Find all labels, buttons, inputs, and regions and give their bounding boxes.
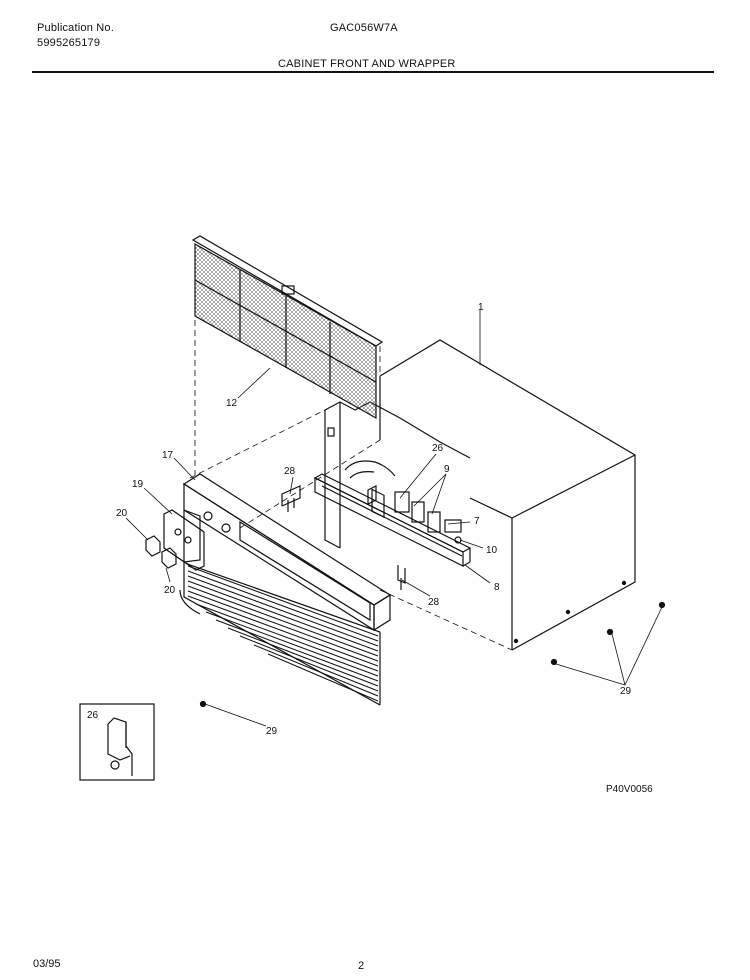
screws: [199, 601, 666, 708]
callout-28-lower: 28: [428, 597, 440, 608]
control-knobs: [145, 535, 177, 569]
control-bracket: [313, 473, 472, 567]
model-number: GAC056W7A: [330, 22, 398, 34]
callout-29-front: 29: [266, 726, 278, 737]
callout-20-lower: 20: [164, 585, 176, 596]
publication-number: 5995265179: [37, 37, 101, 49]
publication-label: Publication No.: [37, 22, 114, 34]
inner-partition: [324, 401, 471, 549]
leader-lines: [125, 310, 663, 727]
footer-date: 03/95: [33, 958, 61, 970]
callout-17: 17: [162, 450, 174, 461]
alignment-lines: [189, 300, 513, 651]
callout-28-upper: 28: [284, 466, 296, 477]
callout-20-upper: 20: [116, 508, 128, 519]
cabinet-wrapper: [379, 339, 636, 651]
front-panel: [179, 473, 392, 706]
bracket-clip-upper: [281, 485, 301, 512]
callout-19: 19: [132, 479, 144, 490]
figure-code: P40V0056: [606, 784, 653, 795]
callout-12: 12: [226, 398, 238, 409]
control-components: [367, 485, 462, 544]
callout-26: 26: [432, 443, 444, 454]
control-plate: [163, 509, 205, 571]
callout-7: 7: [474, 516, 480, 527]
callout-29-side: 29: [620, 686, 632, 697]
page-number: 2: [358, 960, 365, 972]
callout-8: 8: [494, 582, 500, 593]
header-rule: [32, 71, 714, 73]
inset-callout-26: 26: [87, 710, 99, 721]
callout-10: 10: [486, 545, 498, 556]
callout-9: 9: [444, 464, 450, 475]
air-filter: [191, 235, 384, 420]
inset-detail: [79, 703, 155, 781]
callout-1: 1: [478, 302, 484, 313]
bracket-clip-lower: [397, 565, 406, 590]
section-title: CABINET FRONT AND WRAPPER: [278, 58, 456, 70]
